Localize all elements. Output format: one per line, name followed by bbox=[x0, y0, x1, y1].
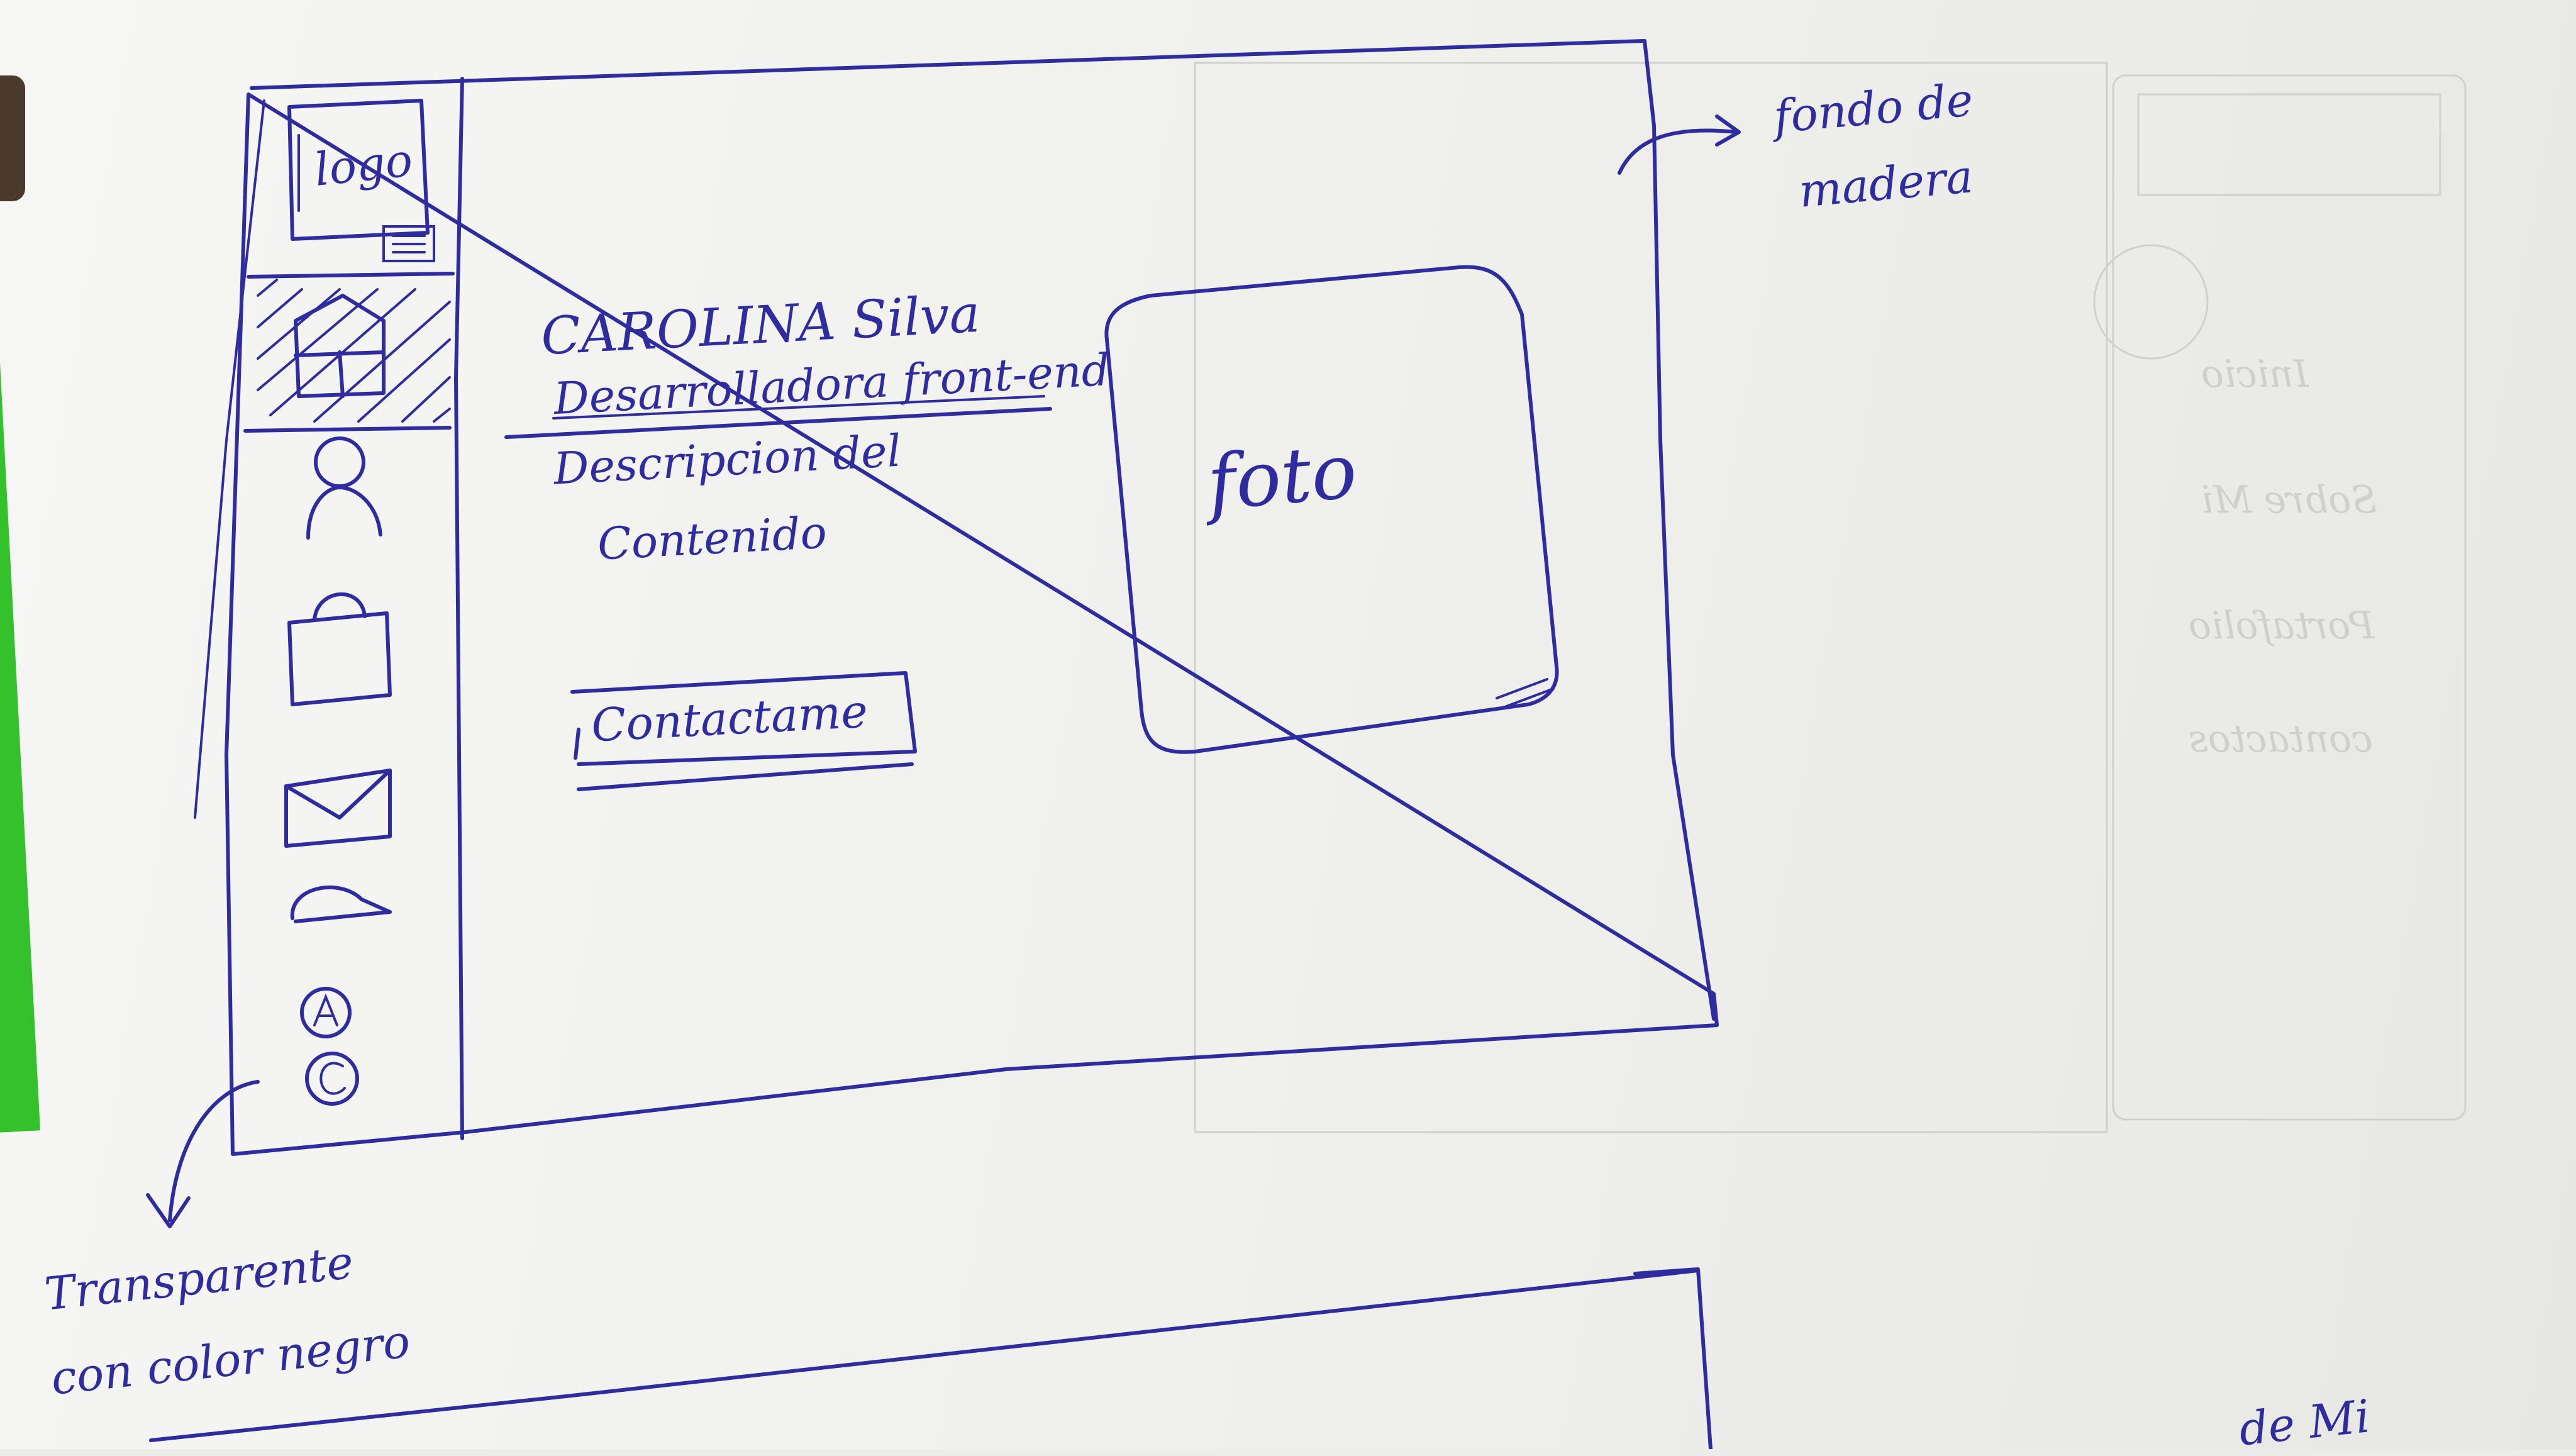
photo-frame bbox=[1104, 265, 1559, 754]
logo-label: logo bbox=[312, 133, 415, 196]
second-frame bbox=[149, 1267, 1713, 1449]
social-icon-a bbox=[300, 987, 352, 1038]
social-icon-c bbox=[305, 1052, 359, 1106]
main-frame bbox=[225, 39, 1719, 1156]
menu-icon bbox=[382, 225, 435, 262]
logo-box bbox=[287, 99, 430, 241]
background-note-arrow bbox=[1618, 114, 1741, 175]
sidebar-note-arrow bbox=[146, 1080, 260, 1228]
mail-icon bbox=[284, 769, 392, 848]
bag-icon bbox=[287, 592, 392, 706]
home-icon bbox=[294, 294, 386, 398]
contact-button-outline bbox=[570, 671, 917, 766]
photo-label: foto bbox=[1204, 427, 1360, 528]
cap-icon bbox=[290, 885, 392, 923]
user-icon bbox=[306, 436, 382, 540]
cable-object bbox=[0, 75, 25, 201]
sidebar-divider bbox=[454, 77, 464, 1140]
